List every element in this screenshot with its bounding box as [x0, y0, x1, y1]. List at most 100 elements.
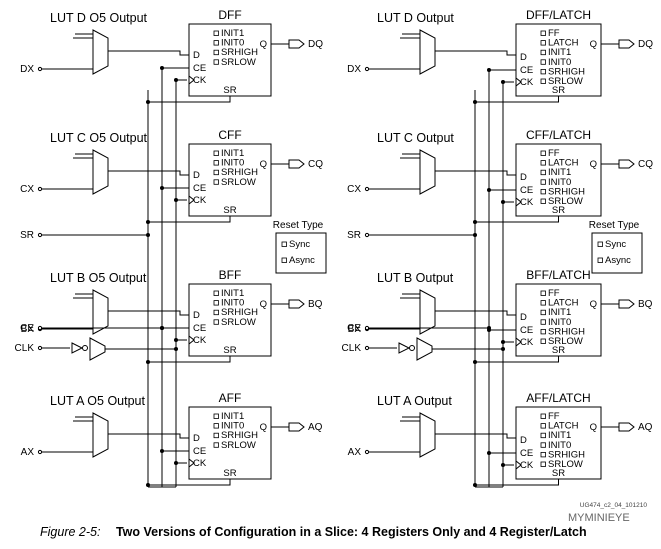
inverter-bubble	[409, 345, 415, 351]
option-checkbox	[540, 188, 546, 195]
register-option: INIT0	[548, 57, 571, 68]
right-slice-3: LUT A OutputAXAFF/LATCHDCECKSRQFFLATCHIN…	[348, 391, 653, 486]
right-slice-1: LUT C OutputCXCFF/LATCHDCECKSRQFFLATCHIN…	[347, 128, 653, 223]
q-output-label: BQ	[638, 299, 653, 310]
pin-sr-label: SR	[223, 345, 236, 356]
x-input-label: CX	[20, 184, 34, 195]
pin-q-label: Q	[260, 422, 267, 433]
pin-sr-label: SR	[552, 85, 565, 96]
figure-number: Figure 2-5:	[40, 525, 101, 539]
lut-mux	[92, 29, 109, 75]
reset-type-box	[275, 232, 327, 274]
reset-type-box	[591, 232, 643, 274]
clk-input-terminal	[364, 345, 370, 351]
option-checkbox	[213, 49, 219, 56]
pin-ce-label: CE	[520, 448, 533, 459]
lut-output-label: LUT B Output	[377, 271, 454, 285]
q-output-arrow	[618, 39, 635, 49]
pin-q-label: Q	[590, 159, 597, 170]
register-option: FF	[548, 411, 560, 422]
clock-mark	[188, 75, 195, 85]
pin-ck-label: CK	[193, 75, 207, 86]
register-title: AFF/LATCH	[526, 391, 590, 405]
lut-output-label: LUT C Output	[377, 131, 454, 145]
x-input-label: CX	[347, 184, 361, 195]
register-option: LATCH	[548, 298, 579, 309]
sr-wire	[475, 356, 559, 363]
figure-title: Two Versions of Configuration in a Slice…	[115, 525, 587, 539]
pin-d-label: D	[520, 312, 527, 323]
q-output-arrow	[288, 299, 305, 309]
reset-type-title: Reset Type	[589, 220, 640, 231]
pin-ce-label: CE	[520, 65, 533, 76]
x-input-label: DX	[347, 64, 361, 75]
register-option: INIT1	[548, 167, 571, 178]
lut-mux	[92, 149, 109, 195]
register-option: SRHIGH	[548, 326, 585, 337]
mux-to-d-wire	[108, 170, 189, 176]
lut-mux	[419, 149, 436, 195]
right-slice-2: LUT B OutputBXBFF/LATCHDCECKSRQFFLATCHIN…	[348, 268, 653, 363]
junction-dot	[501, 347, 505, 351]
reset-option-label: Async	[289, 255, 315, 266]
pin-ck-label: CK	[193, 195, 207, 206]
register-option: FF	[548, 28, 560, 39]
q-output-label: CQ	[308, 159, 323, 170]
register-title: DFF/LATCH	[526, 8, 591, 22]
junction-dot	[174, 347, 178, 351]
pin-ce-label: CE	[520, 325, 533, 336]
register-option: INIT1	[548, 430, 571, 441]
junction-dot	[160, 326, 164, 330]
pin-d-label: D	[193, 310, 200, 321]
q-output-arrow	[288, 422, 305, 432]
option-checkbox	[213, 179, 219, 185]
pin-d-label: D	[193, 170, 200, 181]
register-option: SRHIGH	[548, 449, 585, 460]
register-box	[515, 283, 602, 357]
option-checkbox	[540, 78, 546, 84]
register-option: SRHIGH	[221, 47, 258, 58]
option-checkbox	[540, 169, 546, 176]
pin-ck-label: CK	[520, 77, 534, 88]
register-option: SRLOW	[221, 57, 256, 68]
register-option: SRLOW	[221, 177, 256, 188]
register-title: BFF/LATCH	[526, 268, 590, 282]
option-checkbox	[213, 40, 219, 46]
option-checkbox	[213, 150, 219, 156]
left-slice-2: LUT B O5 OutputBXBFFDCECKSRQINIT1INIT0SR…	[21, 268, 323, 363]
option-checkbox	[540, 49, 546, 56]
sr-input-label: SR	[347, 230, 361, 241]
pin-d-label: D	[193, 50, 200, 61]
mux-to-d-wire	[435, 310, 516, 316]
register-option: INIT1	[221, 411, 244, 422]
junction-dot	[487, 326, 491, 330]
q-output-arrow	[288, 159, 305, 169]
pin-q-label: Q	[590, 299, 597, 310]
register-option: INIT1	[221, 288, 244, 299]
x-input-terminal	[364, 66, 370, 72]
option-checkbox	[540, 432, 546, 439]
left-slice-3: LUT A O5 OutputAXAFFDCECKSRQINIT1INIT0SR…	[21, 391, 323, 486]
pin-d-label: D	[520, 435, 527, 446]
option-checkbox	[213, 59, 219, 65]
lut-output-label: LUT C O5 Output	[50, 131, 148, 145]
junction-dot	[146, 233, 150, 237]
option-checkbox	[540, 319, 546, 325]
option-checkbox	[213, 300, 219, 306]
register-option: SRLOW	[548, 336, 583, 347]
left-slice-1: LUT C O5 OutputCXCFFDCECKSRQINIT1INIT0SR…	[20, 128, 323, 223]
reset-option-checkbox	[597, 241, 603, 247]
register-option: LATCH	[548, 421, 579, 432]
register-box	[515, 23, 602, 97]
register-option: SRLOW	[548, 196, 583, 207]
register-title: CFF/LATCH	[526, 128, 591, 142]
pin-ce-label: CE	[520, 185, 533, 196]
register-option: FF	[548, 288, 560, 299]
junction-dot	[473, 233, 477, 237]
x-input-terminal	[364, 186, 370, 192]
clock-mark	[188, 458, 195, 468]
ce-input-label: CE	[347, 323, 361, 334]
pin-sr-label: SR	[223, 468, 236, 479]
register-option: LATCH	[548, 38, 579, 49]
